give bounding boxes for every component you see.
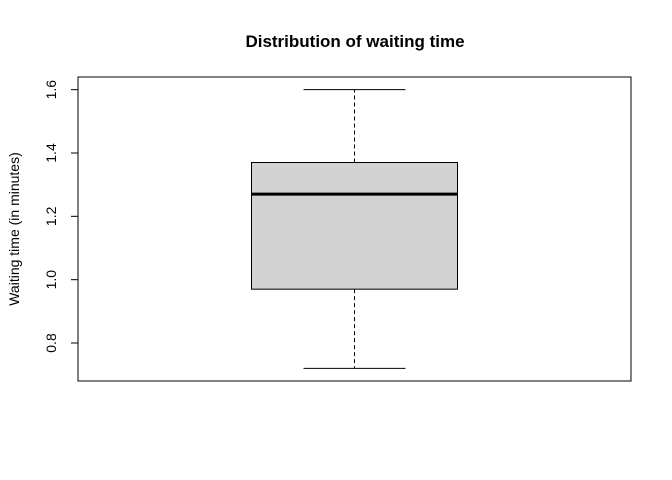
y-tick-label: 1.6 xyxy=(43,80,59,100)
y-axis: 0.8 1.0 1.2 1.4 1.6 xyxy=(43,80,79,353)
chart-title: Distribution of waiting time xyxy=(245,32,464,51)
y-tick-label: 0.8 xyxy=(43,333,59,353)
iqr-box xyxy=(251,162,458,290)
y-axis-label: Waiting time (in minutes) xyxy=(6,152,22,306)
box-group xyxy=(251,89,458,369)
y-tick-label: 1.4 xyxy=(43,143,59,163)
y-tick-label: 1.0 xyxy=(43,270,59,290)
y-tick-label: 1.2 xyxy=(43,206,59,226)
